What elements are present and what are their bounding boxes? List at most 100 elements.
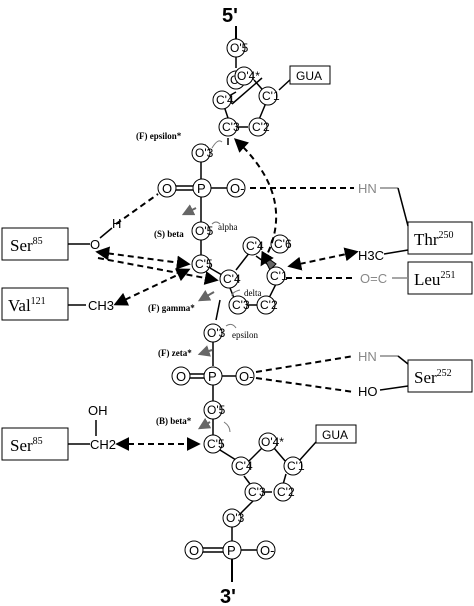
atom-c5-mid: C'5 [191, 254, 213, 274]
svg-text:C'2: C'2 [260, 298, 278, 312]
svg-text:O'5: O'5 [207, 403, 226, 417]
svg-text:O'3: O'3 [226, 511, 245, 525]
torsion-arrow [197, 417, 212, 430]
contact-ser85-c5 [95, 246, 191, 270]
atom-c1-top: C'1 [258, 86, 280, 106]
torsion-delta: delta [244, 288, 262, 298]
svg-text:O'4*: O'4* [261, 435, 284, 449]
contact-epsilon-c1 [233, 138, 278, 267]
svg-text:C'4: C'4 [216, 93, 234, 107]
svg-text:Ser252: Ser252 [414, 368, 452, 387]
svg-text:O'3: O'3 [195, 146, 214, 160]
torsion-arrow [223, 421, 231, 433]
residue-val121: Val121 [1, 287, 86, 321]
svg-text:C'1: C'1 [270, 269, 288, 283]
bond [383, 249, 409, 255]
atom-o-p2: O [171, 366, 191, 386]
atom-c1-bot: C'1 [283, 456, 305, 476]
svg-text:C'4: C'4 [235, 459, 253, 473]
svg-text:C'2: C'2 [252, 120, 270, 134]
torsion-f-epsilon: (F) epsilon* [136, 131, 182, 141]
atom-c1-mid: C'1 [266, 266, 288, 286]
svg-text:GUA: GUA [296, 69, 322, 83]
phosphate-3 [201, 547, 258, 582]
svg-text:C'3: C'3 [222, 120, 240, 134]
svg-text:O'5: O'5 [195, 224, 214, 238]
svg-text:O'3: O'3 [207, 326, 226, 340]
svg-text:P: P [208, 369, 217, 384]
svg-text:O: O [189, 543, 199, 558]
svg-text:O: O [176, 369, 186, 384]
atom-c5-bot: C'5 [203, 434, 225, 454]
atom-o3-mid: O'3 [203, 323, 226, 343]
base-gua-bottom: GUA [315, 424, 357, 444]
bond [209, 267, 223, 276]
svg-text:P: P [227, 543, 236, 558]
bond [379, 385, 409, 391]
atom-o5-bot: O'5 [203, 400, 226, 420]
atom-o5-top: O'5 [226, 38, 249, 58]
group-ho-ser252: HO [358, 384, 378, 399]
residue-ser252: Ser252 [407, 359, 473, 393]
atom-p2: P [203, 366, 223, 386]
torsion-alpha: alpha [218, 222, 238, 232]
hbond-ser252-hn [255, 355, 355, 373]
atom-c2-top: C'2 [248, 117, 270, 137]
svg-text:O'4*: O'4* [237, 69, 260, 83]
bond [397, 187, 409, 227]
group-hn-thr250: HN [358, 181, 377, 196]
torsion-arrow [197, 290, 215, 302]
svg-text:GUA: GUA [322, 428, 348, 442]
svg-text:C'1: C'1 [287, 459, 305, 473]
torsion-arrow [211, 221, 221, 225]
group-o-ser85: O [90, 237, 100, 252]
atom-o3-top: O'3 [191, 143, 214, 163]
phosphate-1 [173, 185, 228, 222]
bond [397, 355, 409, 365]
group-ch2-ser85: CH2 [90, 437, 116, 452]
torsion-f-zeta: (F) zeta* [158, 348, 192, 358]
group-hn-ser252: HN [358, 349, 377, 364]
residue-ser85-top: Ser85 [1, 227, 90, 261]
atom-o4-top: O'4* [234, 66, 260, 86]
svg-text:Ser85: Ser85 [10, 236, 43, 255]
atom-c4-mid: C'4 [219, 269, 241, 289]
group-h3c-thr250: H3C [358, 248, 384, 263]
svg-text:Thr250: Thr250 [414, 230, 454, 249]
interaction-lines [95, 138, 359, 451]
svg-text:Ser85: Ser85 [10, 436, 43, 455]
svg-text:C'3: C'3 [232, 298, 250, 312]
svg-text:C'4: C'4 [246, 239, 264, 253]
atom-c3-top: C'3 [218, 117, 240, 137]
svg-text:C'6: C'6 [274, 237, 292, 251]
hbond-ser85-o [115, 193, 159, 225]
svg-text:C'3: C'3 [248, 485, 266, 499]
contact-thr250-methyl [287, 247, 359, 271]
hbond-ser252-ho [255, 377, 355, 393]
svg-text:O-: O- [239, 369, 253, 384]
atom-o-p1: O [157, 178, 177, 198]
torsion-epsilon: epsilon [232, 330, 258, 340]
svg-text:P: P [197, 181, 206, 196]
atom-ominus-p2: O- [235, 366, 255, 386]
torsion-arrow [225, 323, 237, 329]
svg-text:O: O [162, 181, 172, 196]
phosphate-2 [188, 373, 236, 402]
atom-ominus-p3: O- [256, 540, 276, 560]
svg-text:C'2: C'2 [277, 485, 295, 499]
torsion-arrow [181, 204, 197, 216]
residue-leu251: Leu251 [407, 261, 473, 295]
atom-c4-top: C'4 [212, 90, 234, 110]
atom-c4p-mid: C'4 [242, 236, 264, 256]
residue-thr250: Thr250 [407, 221, 473, 255]
svg-text:C'1: C'1 [262, 89, 280, 103]
five-prime-label: 5' [222, 5, 238, 27]
atom-p1: P [192, 178, 212, 198]
atom-o4-bot: O'4* [258, 432, 284, 452]
atom-c2-bot: C'2 [273, 482, 295, 502]
torsion-b-beta: (B) beta* [156, 416, 192, 426]
bond [99, 227, 113, 239]
torsion-s-beta: (S) beta [154, 229, 184, 239]
